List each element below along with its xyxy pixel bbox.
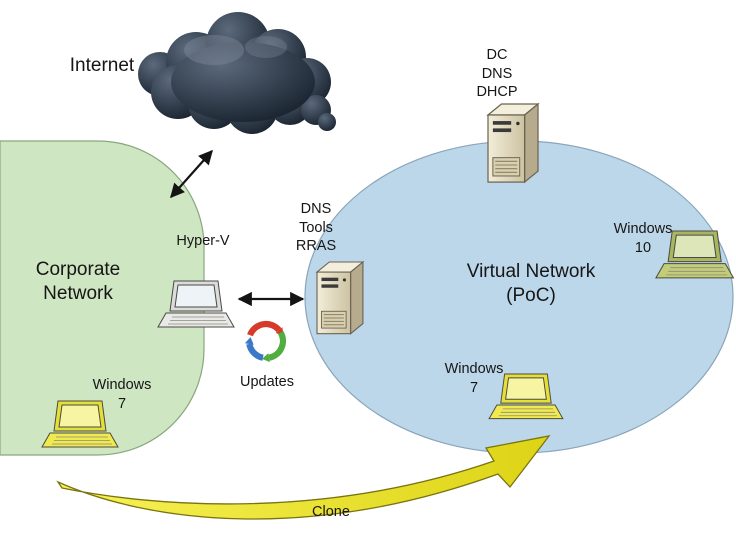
internet-cloud xyxy=(138,12,336,134)
internet-hyperv-arrow xyxy=(170,149,213,199)
hyperv-label: Hyper-V xyxy=(176,233,230,249)
updates-icon xyxy=(244,320,287,363)
internet-label: Internet xyxy=(69,55,135,76)
windows7-poc-laptop-icon xyxy=(488,373,564,420)
dc-server-icon xyxy=(486,102,540,184)
windows7-corporate-label: Windows 7 xyxy=(92,377,152,412)
windows10-label: Windows 10 xyxy=(613,221,673,256)
clone-arrow xyxy=(56,435,551,520)
corporate-network-shape xyxy=(0,140,205,456)
hyperv-laptop-icon xyxy=(157,280,235,328)
dc-server-label: DC DNS DHCP xyxy=(476,47,518,101)
windows7-poc-label: Windows 7 xyxy=(444,361,504,396)
virtual-network-label: Virtual Network (PoC) xyxy=(466,261,596,307)
corporate-network-label: Corporate Network xyxy=(35,259,121,305)
updates-label: Updates xyxy=(239,374,295,390)
rras-server-label: DNS Tools RRAS xyxy=(295,201,337,255)
rras-server-icon xyxy=(315,260,365,335)
clone-label: Clone xyxy=(312,504,350,520)
windows7-corporate-laptop-icon xyxy=(41,400,119,448)
windows10-laptop-icon xyxy=(655,230,735,279)
